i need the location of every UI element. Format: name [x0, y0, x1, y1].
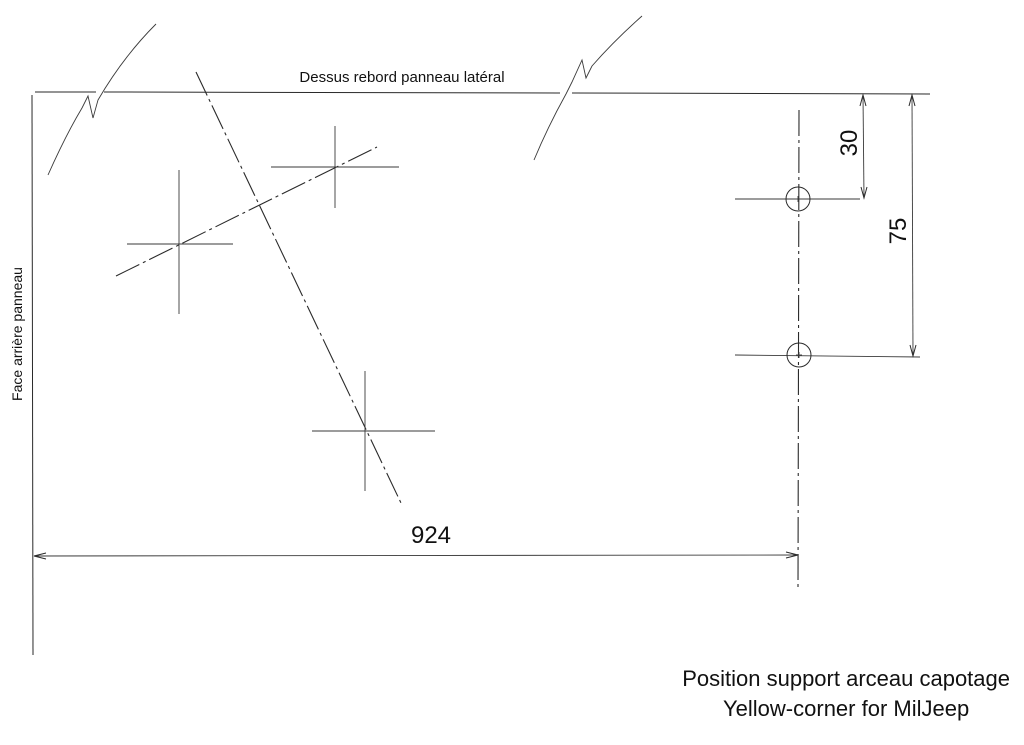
hole-lower [734, 342, 921, 368]
construction-line-shallow [115, 146, 378, 277]
dimension-924 [33, 551, 799, 560]
caption: Position support arceau capotage Yellow-… [682, 664, 1010, 724]
hole-upper [735, 186, 860, 212]
dimension-924-value: 924 [411, 522, 451, 549]
top-reference-line [35, 91, 931, 95]
crosshair-upper [271, 126, 399, 208]
crosshair-left [127, 170, 233, 314]
hole-center-line [797, 109, 800, 589]
crosshair-lower [312, 371, 435, 491]
top-edge-label: Dessus rebord panneau latéral [299, 69, 504, 86]
construction-line-steep [195, 71, 402, 504]
dimension-30 [859, 93, 868, 200]
left-reference-line [31, 94, 34, 656]
dimension-75-value: 75 [885, 218, 912, 245]
dimension-75 [908, 93, 917, 358]
break-mark-right [533, 15, 643, 161]
left-edge-label: Face arrière panneau [9, 267, 25, 401]
break-mark-left [47, 23, 157, 176]
caption-title: Position support arceau capotage [682, 666, 1010, 691]
dimension-30-value: 30 [836, 130, 863, 157]
caption-subtitle: Yellow-corner for MilJeep [723, 696, 970, 721]
